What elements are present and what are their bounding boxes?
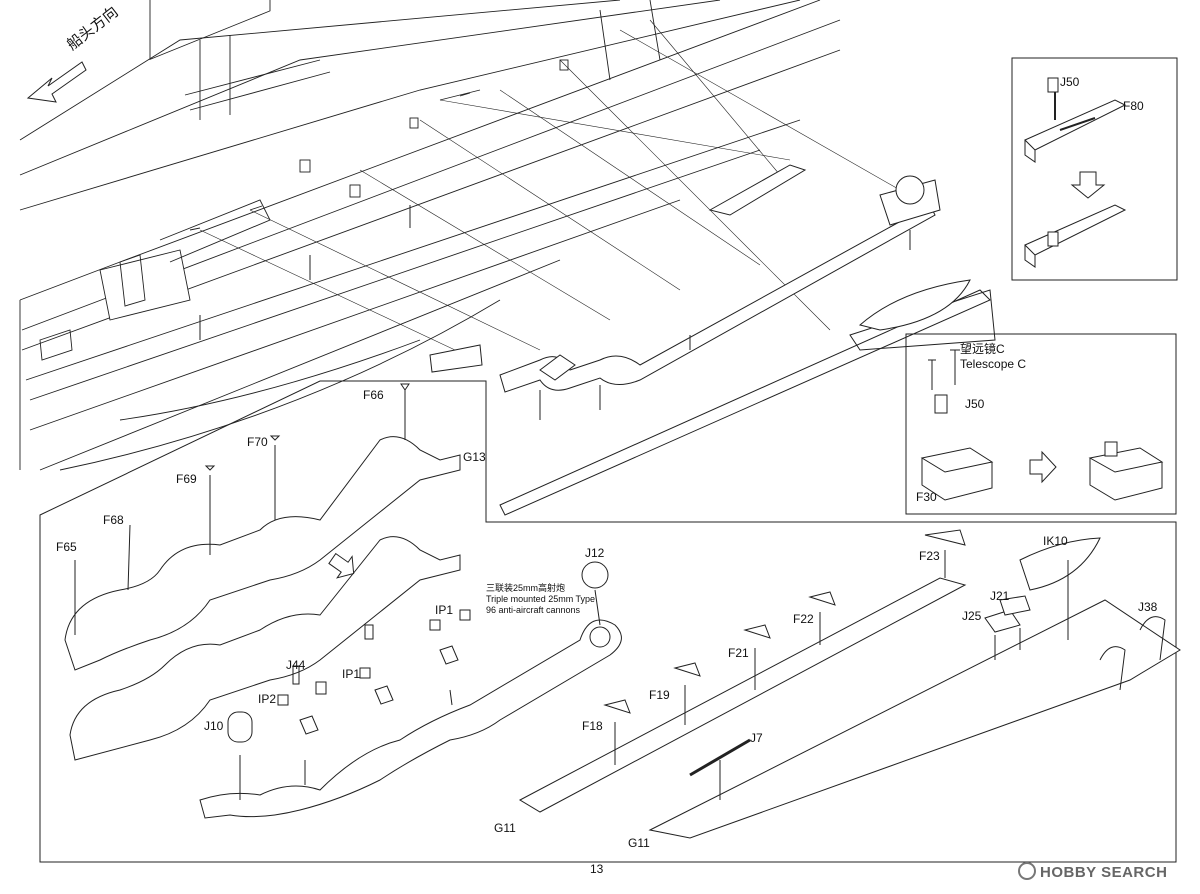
label-f65: F65 (56, 540, 77, 554)
label-ik10: IK10 (1043, 534, 1068, 548)
label-f66: F66 (363, 388, 384, 402)
label-f19: F19 (649, 688, 670, 702)
cannon-note-en-2: 96 anti-aircraft cannons (486, 605, 581, 615)
label-f70: F70 (247, 435, 268, 449)
f30-inset-drawing (920, 349, 1164, 501)
lower-right-deck-strips (518, 529, 1181, 839)
telescope-note: 望远镜C Telescope C (960, 342, 1026, 372)
inset-panel-f80 (1011, 57, 1178, 281)
inset-panel-f30 (905, 333, 1177, 515)
label-f80: F80 (1123, 99, 1144, 113)
label-f30: F30 (916, 490, 937, 504)
label-j50-top: J50 (1060, 75, 1080, 89)
label-f69: F69 (176, 472, 197, 486)
label-j12: J12 (585, 546, 605, 560)
label-ip1-b: IP1 (342, 667, 361, 681)
label-g11-a: G11 (494, 821, 516, 835)
label-j21: J21 (990, 589, 1010, 603)
label-j10: J10 (204, 719, 224, 733)
telescope-note-en: Telescope C (960, 357, 1027, 371)
label-j25: J25 (962, 609, 982, 623)
label-j7: J7 (750, 731, 763, 745)
center-platform-j12 (199, 561, 622, 819)
label-g11-b: G11 (628, 836, 650, 850)
label-j44: J44 (286, 658, 306, 672)
label-j50-mid: J50 (965, 397, 985, 411)
cannon-note: 三联装25mm高射炮 Triple mounted 25mm Type 96 a… (486, 583, 595, 616)
label-f18: F18 (582, 719, 603, 733)
telescope-note-zh: 望远镜C (960, 342, 1005, 356)
watermark-text: HOBBY SEARCH (1040, 864, 1168, 881)
label-f22: F22 (793, 612, 814, 626)
label-f23: F23 (919, 549, 940, 563)
label-g13: G13 (463, 450, 486, 464)
placement-guide-lines (199, 19, 901, 351)
cannon-note-zh: 三联装25mm高射炮 (486, 583, 566, 593)
upper-platform-assembly (199, 164, 996, 516)
cannon-note-en-1: Triple mounted 25mm Type (486, 594, 596, 604)
label-j38: J38 (1138, 600, 1158, 614)
label-f21: F21 (728, 646, 749, 660)
page-number: 13 (590, 862, 604, 876)
label-f68: F68 (103, 513, 124, 527)
ship-hull-drawing (19, 0, 841, 471)
label-ip1-a: IP1 (435, 603, 454, 617)
lower-panel-outline (39, 380, 1177, 863)
label-ip2: IP2 (258, 692, 277, 706)
bow-direction-arrow-icon (26, 61, 87, 103)
f80-inset-drawing (1024, 77, 1127, 268)
watermark: HOBBY SEARCH (1018, 862, 1167, 881)
lower-left-platform (64, 383, 461, 761)
hobby-search-logo-icon (1018, 862, 1036, 880)
